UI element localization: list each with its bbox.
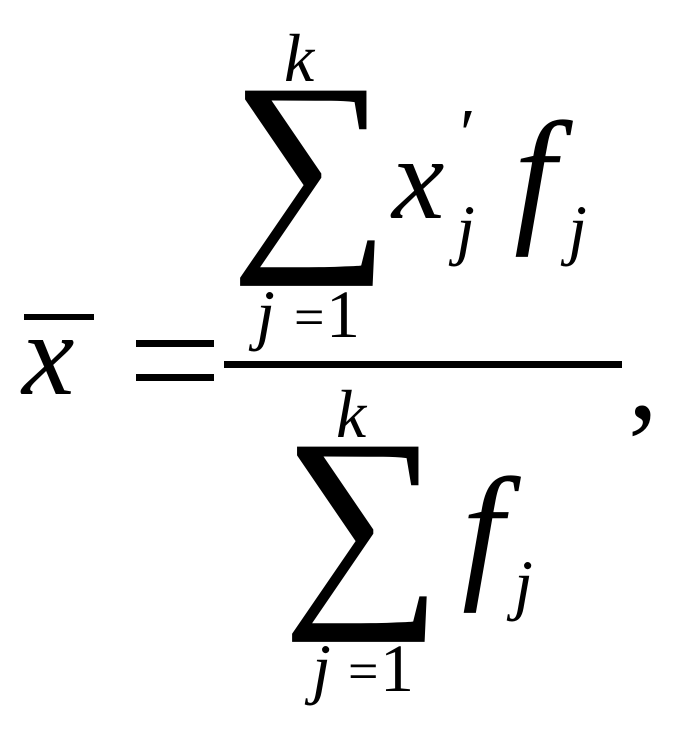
numerator-lower-equals: =	[294, 287, 325, 347]
mean-variable: x	[22, 289, 75, 420]
denominator-lower-equals: =	[348, 641, 379, 701]
numerator-upper-limit: k	[284, 20, 315, 96]
numerator-lower-start: 1	[326, 276, 360, 352]
numerator-term-subscript: j	[456, 191, 475, 267]
numerator-term-prime: ′	[460, 96, 476, 173]
trailing-comma: ,	[628, 311, 658, 444]
denominator-summation-symbol: ∑	[282, 393, 443, 643]
equals-sign-top-bar	[136, 340, 214, 347]
numerator-lower-index: j	[256, 276, 275, 352]
denominator-weight: f	[462, 448, 504, 614]
denominator-upper-limit: k	[336, 376, 367, 452]
numerator-weight: f	[514, 92, 556, 258]
numerator-summation-symbol: ∑	[230, 37, 391, 287]
mean-overbar	[24, 314, 94, 320]
numerator-weight-subscript: j	[568, 191, 587, 267]
denominator-lower-start: 1	[380, 630, 414, 706]
denominator-weight-subscript: j	[514, 546, 533, 622]
fraction-bar	[224, 361, 622, 368]
denominator-lower-index: j	[312, 630, 331, 706]
numerator-term-variable: x	[392, 113, 445, 244]
equals-sign-bottom-bar	[136, 374, 214, 381]
